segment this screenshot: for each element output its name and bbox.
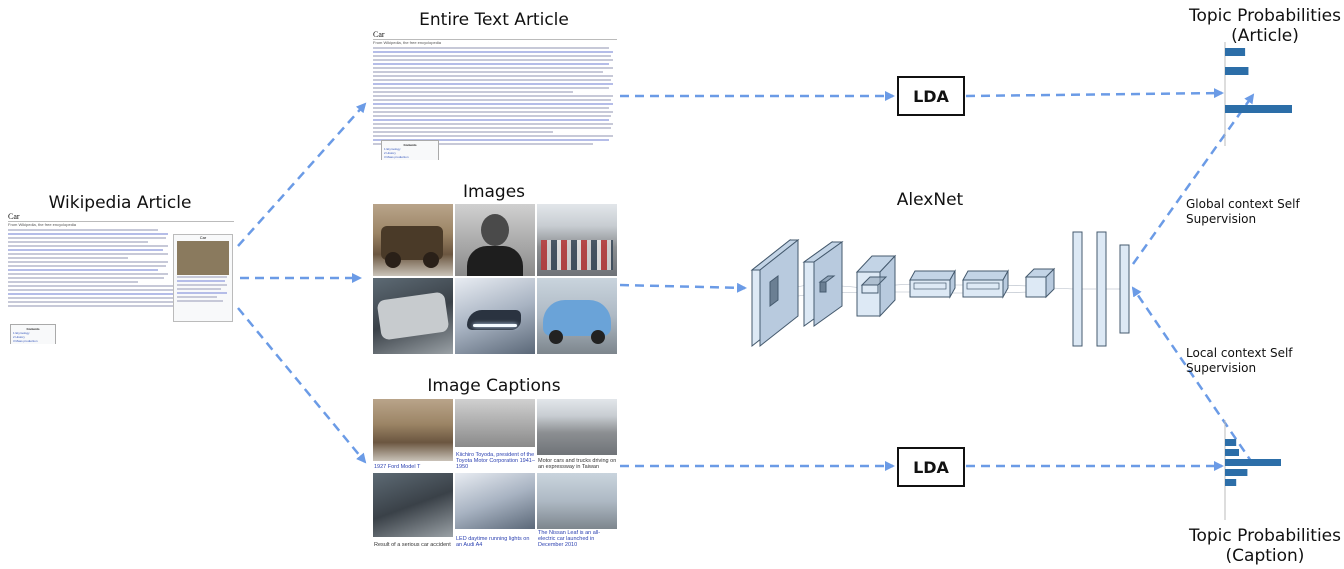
alexnet-fc1 [1072,231,1083,347]
wiki-infobox: Car [173,234,233,322]
global-supervision-label-line2: Supervision [1186,212,1257,226]
wiki-doc-body [8,229,228,307]
topic-bar-caption [1225,479,1237,486]
article-doc-subtitle: From Wikipedia, the free encyclopedia [373,40,442,45]
arrow-local-supervision [1131,286,1255,465]
image-audi-led-lights [455,278,535,354]
alexnet-fc3 [1119,244,1130,334]
image-captions-title: Image Captions [427,376,561,396]
topic-bar-caption [1225,449,1239,456]
caption-image-audi [455,473,535,529]
caption-text: Motor cars and trucks driving on an expr… [538,458,617,470]
wiki-contents-item[interactable]: 2 History [13,335,25,339]
alexnet-conv4 [909,270,956,281]
caption-tile-expressway: Motor cars and trucks driving on an expr… [537,399,617,471]
wiki-doc-heading: Car [8,212,234,222]
arrow-wiki-to-captions [237,307,367,464]
lda-box-article: LDA [897,76,965,116]
topic-bar-article [1225,67,1249,75]
caption-tile-accident: Result of a serious car accident [373,473,453,549]
topic-caption-title-line1: Topic Probabilities [1188,526,1341,546]
article-doc-heading: Car [373,30,617,40]
wiki-doc-subtitle: From Wikipedia, the free encyclopedia [8,222,77,227]
wiki-infobox-title: Car [199,235,207,240]
alexnet-conv5 [962,270,1009,281]
caption-image-accident [373,473,453,537]
wiki-infobox-image [177,241,229,275]
topic-article-title-line2: (Article) [1231,26,1299,46]
wikipedia-article-title: Wikipedia Article [48,193,192,213]
arrow-lda-to-topics-article [965,88,1224,99]
alexnet-network [750,231,1130,348]
image-toyoda-portrait [455,204,535,276]
arrow-images-to-alexnet [619,282,747,293]
caption-tile-toyoda: Kiichiro Toyoda, president of the Toyota… [455,399,535,471]
local-supervision-label-line2: Supervision [1186,361,1257,375]
article-contents-item[interactable]: 2 History [384,151,396,155]
image-car-accident [373,278,453,354]
article-contents-item[interactable]: 3 Mass production [384,155,409,159]
wiki-contents-title: Contents [26,327,40,331]
topic-bar-article [1225,105,1292,113]
caption-text: 1927 Ford Model T [374,464,421,470]
article-contents-title: Contents [403,143,417,147]
entire-text-article-thumbnail: Car From Wikipedia, the free encyclopedi… [373,30,617,160]
global-supervision-label-line1: Global context Self [1186,197,1300,211]
caption-text: Kiichiro Toyoda, president of the Toyota… [456,452,535,470]
wiki-contents-item[interactable]: 1 Etymology [13,331,30,335]
image-expressway [537,204,617,276]
caption-tile-ford: 1927 Ford Model T [373,399,453,471]
caption-tile-audi: LED daytime running lights on an Audi A4 [455,473,535,549]
topic-caption-title-line2: (Caption) [1225,546,1305,566]
topic-chart-caption [1224,420,1281,520]
caption-text: LED daytime running lights on an Audi A4 [456,536,530,548]
topic-bar-caption [1225,459,1281,466]
caption-image-ford [373,399,453,461]
topic-bar-article [1225,48,1246,56]
article-doc-body [373,47,617,145]
image-ford-model-t [373,204,453,276]
alexnet-fc2 [1096,231,1107,347]
caption-image-nissan [537,473,617,529]
arrow-global-supervision [1131,93,1255,265]
arrow-wiki-to-text [237,102,367,247]
alexnet-title: AlexNet [896,190,964,210]
image-nissan-leaf [537,278,617,354]
caption-image-toyoda [455,399,535,447]
wiki-contents-item[interactable]: 3 Mass production [13,339,38,343]
caption-text: Result of a serious car accident [374,542,451,548]
article-contents-item[interactable]: 1 Etymology [384,147,401,151]
wiki-contents-box: Contents 1 Etymology 2 History 3 Mass pr… [10,324,56,344]
topic-article-title-line1: Topic Probabilities [1188,6,1341,26]
topic-bar-caption [1225,439,1237,446]
lda-box-caption: LDA [897,447,965,487]
images-title: Images [462,182,526,202]
caption-tile-nissan: The Nissan Leaf is an all-electric car l… [537,473,617,549]
topic-chart-article [1224,42,1292,146]
article-contents-box: Contents 1 Etymology 2 History 3 Mass pr… [381,140,439,160]
entire-text-title: Entire Text Article [419,10,569,30]
caption-image-expressway [537,399,617,455]
topic-bar-caption [1225,469,1248,476]
caption-text: The Nissan Leaf is an all-electric car l… [538,530,601,548]
local-supervision-label-line1: Local context Self [1186,346,1293,360]
wikipedia-article-thumbnail: Car From Wikipedia, the free encyclopedi… [8,212,234,344]
